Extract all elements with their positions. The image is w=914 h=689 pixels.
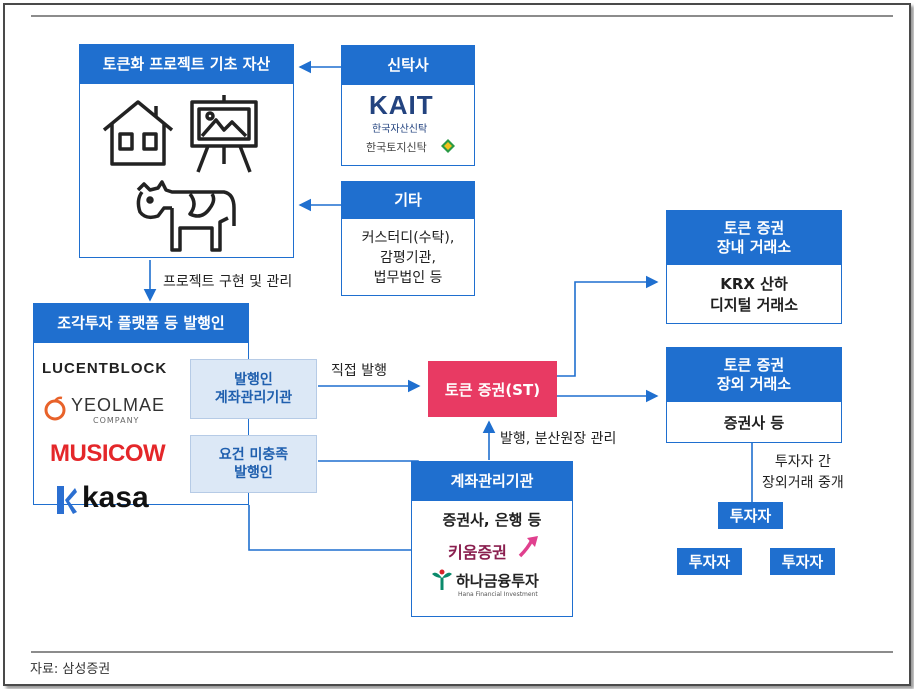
cow-icon xyxy=(136,180,236,252)
bottom-rule xyxy=(31,651,893,653)
kasa-logo-mark-icon xyxy=(57,486,77,514)
hana-logo: 하나금융투자 xyxy=(456,572,539,590)
other-line-appraisal: 감평기관, xyxy=(380,249,436,266)
painting-easel-icon xyxy=(190,95,258,173)
other-box-body: 커스터디(수탁), 감평기관, 법무법인 등 xyxy=(341,221,475,295)
investor-badge-right: 투자자 xyxy=(770,548,835,575)
kiwoom-logo: 키움증권 xyxy=(448,543,507,562)
other-line-law: 법무법인 등 xyxy=(373,270,443,287)
exchange-out-title-line-1: 토큰 증권 xyxy=(723,355,785,374)
asset-box-title: 토큰화 프로젝트 기초 자산 xyxy=(79,44,294,84)
kiwoom-arrow-icon xyxy=(518,536,538,558)
other-line-custody: 커스터디(수탁), xyxy=(361,229,455,246)
issuance-label: 발행, 분산원장 관리 xyxy=(500,431,617,447)
exchange-in-body: KRX 산하 디지털 거래소 xyxy=(666,266,842,323)
issuer-account-box: 발행인 계좌관리기관 xyxy=(190,359,317,419)
account-box-title: 계좌관리기관 xyxy=(411,461,573,501)
issuer-account-line-1: 발행인 xyxy=(234,371,273,388)
exchange-in-title-line-2: 장내 거래소 xyxy=(716,237,792,256)
other-box-title: 기타 xyxy=(341,181,475,219)
exchange-in-body-line-1: KRX 산하 xyxy=(720,274,788,293)
exchange-in-title-line-1: 토큰 증권 xyxy=(723,218,785,237)
top-rule xyxy=(31,15,893,17)
exchange-out-title-line-2: 장외 거래소 xyxy=(716,374,792,393)
exchange-out-body: 증권사 등 xyxy=(723,414,785,432)
kait-logo-sub: 한국자산신탁 xyxy=(372,124,428,135)
yeolmae-logo-sub: COMPANY xyxy=(93,416,140,425)
investor-badge-left: 투자자 xyxy=(677,548,742,575)
account-box-subtitle: 증권사, 은행 등 xyxy=(442,510,542,529)
exchange-in-body-line-2: 디지털 거래소 xyxy=(709,295,799,314)
hana-logo-mark-icon xyxy=(432,569,452,590)
investor-badge-top: 투자자 xyxy=(718,502,783,529)
issuer-unmet-box: 요건 미충족 발행인 xyxy=(190,435,317,493)
musicow-logo: MUSICOW xyxy=(50,440,166,467)
kait-logo: KAIT xyxy=(369,90,434,120)
exchange-in-title: 토큰 증권 장내 거래소 xyxy=(666,210,842,265)
exchange-out-title: 토큰 증권 장외 거래소 xyxy=(666,347,842,402)
otc-label-line-1: 투자자 간 xyxy=(774,454,831,470)
issuer-account-line-2: 계좌관리기관 xyxy=(214,390,293,406)
yeolmae-logo: YEOLMAE xyxy=(71,395,166,415)
project-label: 프로젝트 구현 및 관리 xyxy=(163,274,293,290)
otc-label: 투자자 간 장외거래 중개 xyxy=(762,452,844,494)
kasa-logo: kasa xyxy=(82,481,149,514)
yeolmae-logo-mark-icon xyxy=(44,396,66,421)
hanto-logo-mark-icon xyxy=(441,139,455,153)
lucentblock-logo: LUCENTBLOCK xyxy=(42,360,168,377)
issuer-unmet-line-1: 요건 미충족 xyxy=(218,446,289,463)
house-icon xyxy=(102,100,174,166)
trust-box-title: 신탁사 xyxy=(341,45,475,85)
issuer-unmet-line-2: 발행인 xyxy=(234,465,273,481)
token-security-box: 토큰 증권(ST) xyxy=(428,361,557,417)
direct-issue-label: 직접 발행 xyxy=(331,363,387,379)
issuer-box-title: 조각투자 플랫폼 등 발행인 xyxy=(33,303,249,343)
source-note: 자료: 삼성증권 xyxy=(30,662,111,677)
hana-logo-sub: Hana Financial Investment xyxy=(458,591,538,598)
otc-label-line-2: 장외거래 중개 xyxy=(762,475,844,491)
hanto-logo: 한국토지신탁 xyxy=(366,141,427,154)
